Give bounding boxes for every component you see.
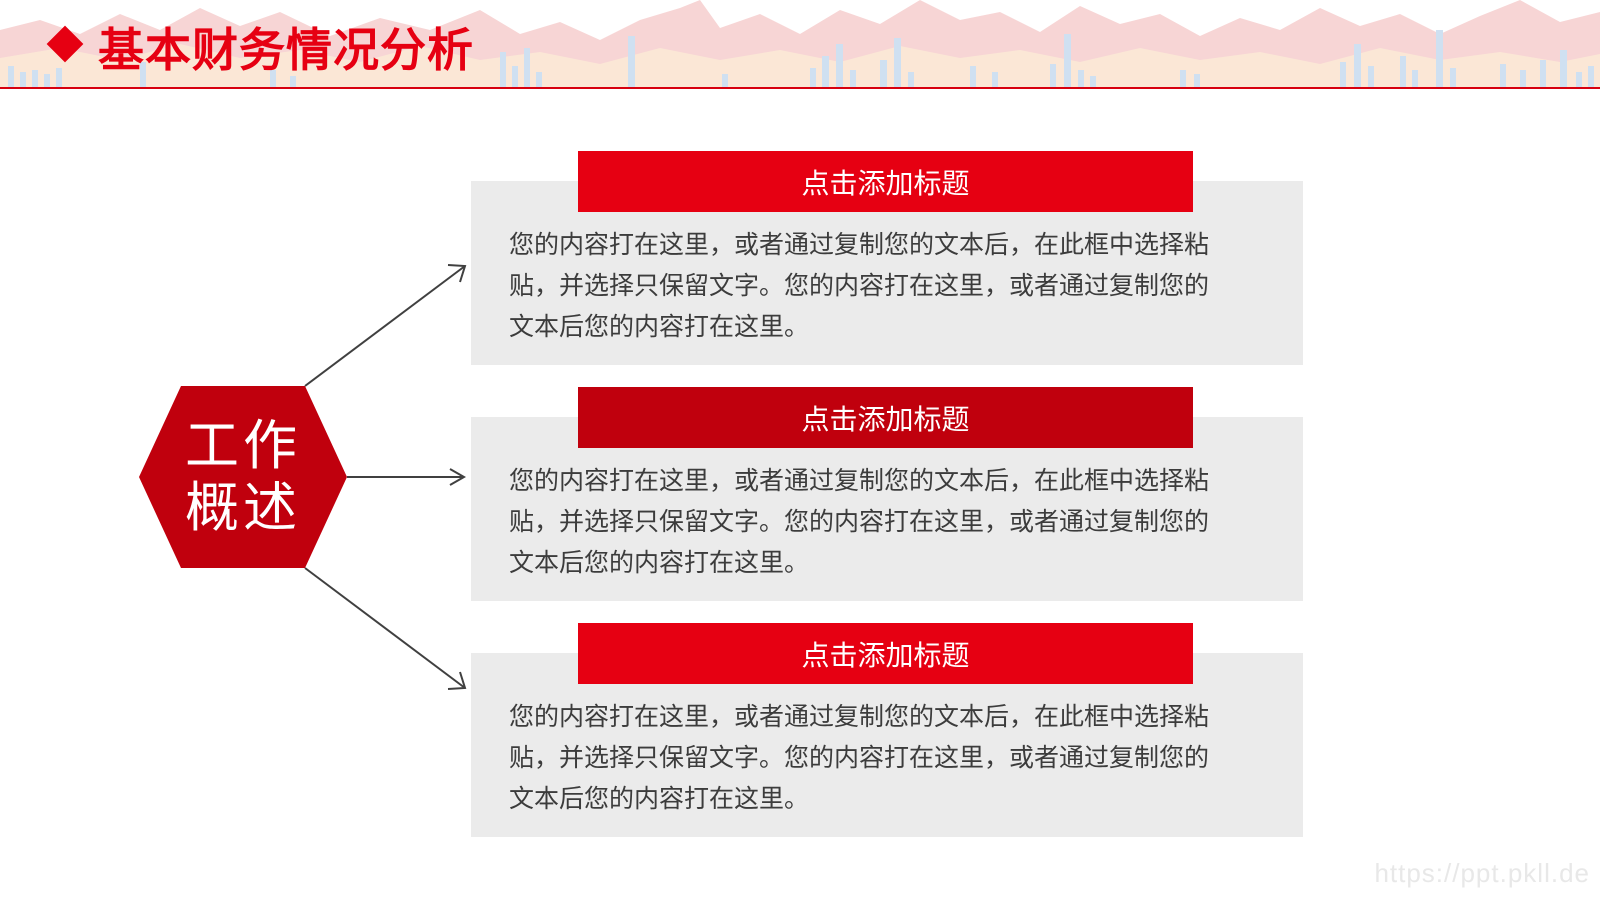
card-body-2[interactable]: 您的内容打在这里，或者通过复制您的文本后，在此框中选择粘 贴，并选择只保留文字。…: [509, 460, 1261, 583]
watermark-text: https://ppt.pkll.de: [1374, 858, 1590, 888]
page-title: 基本财务情况分析: [98, 23, 474, 77]
card-body-line: 您的内容打在这里，或者通过复制您的文本后，在此框中选择粘: [509, 230, 1210, 259]
card-body-line: 您的内容打在这里，或者通过复制您的文本后，在此框中选择粘: [509, 466, 1210, 495]
header-divider: [0, 87, 1600, 89]
card-body-line: 文本后您的内容打在这里。: [509, 312, 810, 341]
card-body-3[interactable]: 您的内容打在这里，或者通过复制您的文本后，在此框中选择粘 贴，并选择只保留文字。…: [509, 696, 1261, 819]
card-title-1[interactable]: 点击添加标题: [578, 151, 1193, 212]
city-skyline-graphic: [0, 0, 1600, 88]
header-decoration: [0, 0, 1600, 88]
arrow-to-item-3: [304, 567, 466, 689]
card-body-line: 文本后您的内容打在这里。: [509, 784, 810, 813]
card-title-3[interactable]: 点击添加标题: [578, 623, 1193, 684]
center-label: 工作 概述: [139, 386, 347, 568]
center-label-line1: 工作: [185, 414, 301, 477]
center-label-line2: 概述: [185, 476, 301, 539]
arrow-to-item-1: [304, 265, 466, 387]
card-body-line: 您的内容打在这里，或者通过复制您的文本后，在此框中选择粘: [509, 702, 1210, 731]
card-body-line: 贴，并选择只保留文字。您的内容打在这里，或者通过复制您的: [509, 743, 1210, 772]
card-body-line: 文本后您的内容打在这里。: [509, 548, 810, 577]
card-body-line: 贴，并选择只保留文字。您的内容打在这里，或者通过复制您的: [509, 507, 1210, 536]
card-title-2[interactable]: 点击添加标题: [578, 387, 1193, 448]
hexagon-shape: [139, 386, 347, 568]
card-body-line: 贴，并选择只保留文字。您的内容打在这里，或者通过复制您的: [509, 271, 1210, 300]
card-body-1[interactable]: 您的内容打在这里，或者通过复制您的文本后，在此框中选择粘 贴，并选择只保留文字。…: [509, 224, 1261, 347]
